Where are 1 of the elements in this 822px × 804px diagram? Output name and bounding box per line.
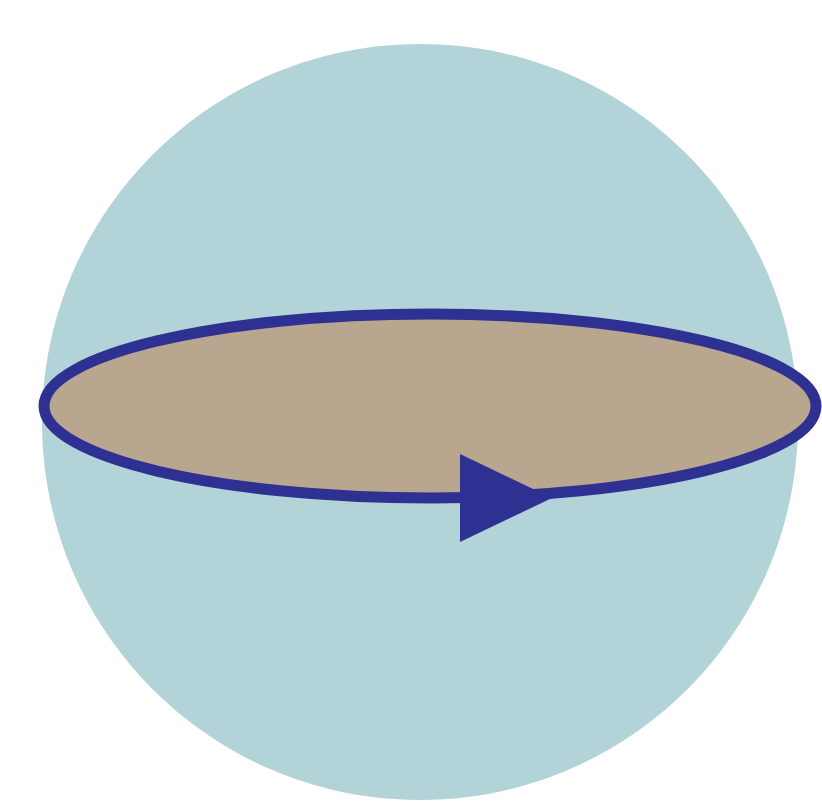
equator-disc (38, 308, 822, 504)
